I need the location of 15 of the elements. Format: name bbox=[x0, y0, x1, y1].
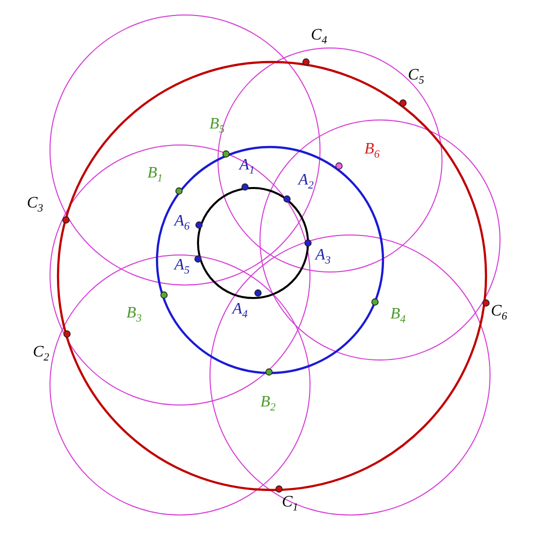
point-label: C$_{3}$ bbox=[26, 194, 44, 217]
point-label: C$_{6}$ bbox=[490, 302, 508, 325]
point-label: A$_{6}$ bbox=[174, 212, 190, 235]
point-label: A$_{4}$ bbox=[232, 300, 248, 323]
point-label: B$_{4}$ bbox=[390, 305, 406, 328]
point-label: A$_{5}$ bbox=[174, 256, 190, 279]
point-label: C$_{5}$ bbox=[408, 66, 424, 89]
point-label: B$_{3}$ bbox=[126, 304, 142, 327]
point-label: C$_{2}$ bbox=[32, 343, 50, 366]
point-label: B$_{2}$ bbox=[260, 393, 276, 416]
point-label: B$_{6}$ bbox=[364, 140, 380, 163]
point-label: A$_{2}$ bbox=[298, 171, 314, 194]
point-label: A$_{3}$ bbox=[315, 246, 331, 269]
point-label: C$_{4}$ bbox=[310, 26, 328, 49]
point-label: B$_{1}$ bbox=[147, 164, 163, 187]
